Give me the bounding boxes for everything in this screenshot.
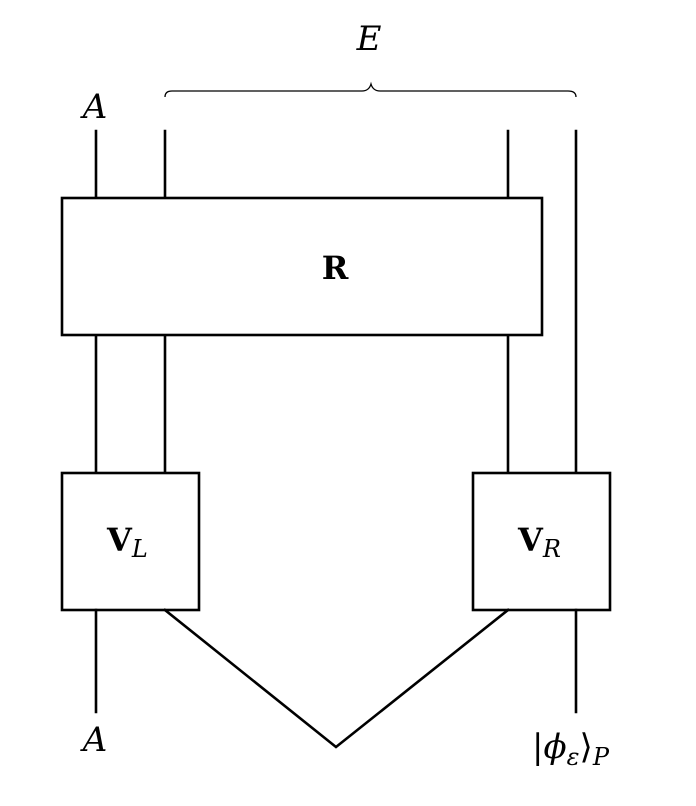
bottom-label-a: A (80, 720, 108, 760)
brace-e (164, 81, 577, 98)
bottom-label-phi-ket: |ϕε⟩P (532, 727, 610, 771)
top-label-a: A (80, 87, 108, 127)
box-r (60, 196, 544, 337)
box-vl-label: VL (106, 521, 148, 563)
box-vr (471, 471, 612, 612)
cap-connection (163, 608, 510, 749)
brace-label-e: E (356, 19, 382, 59)
box-vr-label: VR (517, 521, 561, 563)
box-vl (60, 471, 201, 612)
box-r-label: R (322, 249, 349, 287)
